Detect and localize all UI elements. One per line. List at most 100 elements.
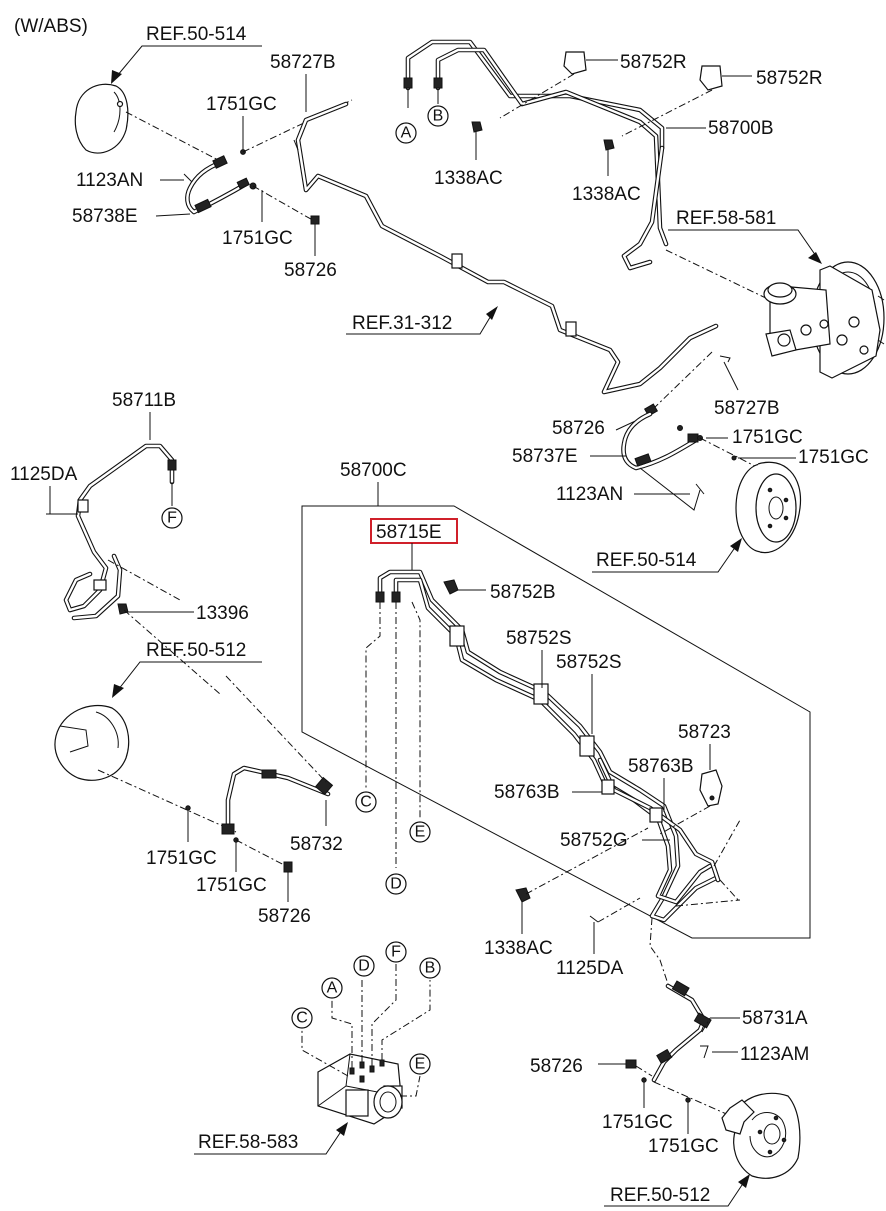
1125DA-mid-label[interactable]: 1125DA — [556, 958, 624, 979]
master-cylinder-booster — [763, 261, 885, 379]
58727B-right-label[interactable]: 58727B — [714, 398, 780, 419]
svg-text:E: E — [415, 824, 426, 841]
nut-1338AC-c — [515, 887, 531, 903]
svg-text:A: A — [401, 125, 412, 142]
front-right-hose-group: 58727B 58726 58737E 1751GC 1751GC 1123AN — [512, 351, 869, 511]
58752S-a-label[interactable]: 58752S — [506, 628, 572, 649]
brake-shield-rear-left-lower — [54, 704, 130, 781]
1751GC-c-label[interactable]: 1751GC — [732, 427, 803, 448]
58727B-top-label[interactable]: 58727B — [270, 52, 336, 73]
brake-hose-58738E — [185, 155, 250, 215]
connector-D-abs[interactable]: D — [353, 955, 375, 977]
58715E-label[interactable]: 58715E — [376, 522, 442, 543]
bolt-58726-bottom — [625, 1059, 637, 1069]
1751GC-d-label[interactable]: 1751GC — [798, 447, 869, 468]
1751GC-f-label[interactable]: 1751GC — [196, 875, 267, 896]
1751GC-b-label[interactable]: 1751GC — [222, 228, 293, 249]
58763B-a-label[interactable]: 58763B — [628, 756, 694, 777]
part-58715E-highlight[interactable]: 58715E — [370, 518, 458, 544]
bolt-58726-left — [283, 861, 293, 873]
svg-text:D: D — [390, 876, 402, 893]
connector-F-abs[interactable]: F — [385, 941, 407, 963]
58731A-label[interactable]: 58731A — [742, 1008, 808, 1029]
nut-1338AC-b — [603, 139, 615, 151]
connector-E-mid[interactable]: E — [409, 821, 431, 843]
bolt-58726-top — [310, 215, 320, 225]
ref-58-583-label[interactable]: REF.58-583 — [198, 1132, 298, 1153]
connector-C-mid[interactable]: C — [355, 791, 377, 813]
rear-left-brake-group: REF.50-514 58727B 1751GC 1123AN 58738E — [72, 24, 353, 281]
13396-label[interactable]: 13396 — [196, 603, 249, 624]
abs-hydraulic-unit — [301, 964, 431, 1125]
58726-bottom-label[interactable]: 58726 — [530, 1056, 583, 1077]
pipe-assembly-58700C-frame: 58700C — [301, 460, 811, 939]
svg-text:A: A — [327, 980, 338, 997]
ref-50-512-left-label[interactable]: REF.50-512 — [146, 640, 246, 661]
58700B-label[interactable]: 58700B — [708, 118, 774, 139]
brake-disc-front-right — [735, 461, 802, 554]
connector-E-abs[interactable]: E — [409, 1053, 431, 1075]
connector-B-top[interactable]: B — [427, 105, 449, 127]
58737E-label[interactable]: 58737E — [512, 446, 578, 467]
1338AC-b-label[interactable]: 1338AC — [572, 184, 641, 205]
brake-pipes-58715E — [375, 569, 721, 923]
58752G-label[interactable]: 58752G — [560, 830, 628, 851]
58763B-b-label[interactable]: 58763B — [494, 782, 560, 803]
connector-A-top[interactable]: A — [395, 122, 417, 144]
ref-58-581-label[interactable]: REF.58-581 — [676, 208, 776, 229]
main-brake-pipe-rear: REF.31-312 — [293, 101, 719, 395]
connector-C-abs[interactable]: C — [291, 1007, 313, 1029]
brake-shield-rear-left — [74, 83, 129, 154]
sensor-58723 — [699, 769, 723, 807]
svg-text:C: C — [360, 794, 372, 811]
front-brake-pipes-58700B — [403, 39, 669, 271]
58711B-label[interactable]: 58711B — [112, 390, 176, 411]
brake-hose-58732 — [221, 675, 334, 835]
58752S-b-label[interactable]: 58752S — [556, 652, 622, 673]
58752R-a-label[interactable]: 58752R — [620, 52, 687, 73]
variant-note: (W/ABS) — [14, 16, 88, 37]
58726-top-label[interactable]: 58726 — [284, 260, 337, 281]
58700C-label[interactable]: 58700C — [340, 460, 407, 481]
1123AM-label[interactable]: 1123AM — [740, 1044, 809, 1065]
bolt-1123AM — [700, 1045, 709, 1059]
58726-left-label[interactable]: 58726 — [258, 906, 311, 927]
connector-D-mid[interactable]: D — [385, 873, 407, 895]
ref-50-514-right-label[interactable]: REF.50-514 — [596, 550, 697, 571]
brake-disc-rear-right — [721, 1092, 801, 1179]
58732-label[interactable]: 58732 — [290, 834, 343, 855]
brake-hose-58731A — [651, 980, 740, 1083]
svg-text:F: F — [167, 510, 177, 527]
1751GC-g-label[interactable]: 1751GC — [602, 1112, 673, 1133]
ref-31-312-label[interactable]: REF.31-312 — [352, 313, 452, 334]
1751GC-h-label[interactable]: 1751GC — [648, 1136, 719, 1157]
connector-A-abs[interactable]: A — [321, 977, 343, 999]
58752B-label[interactable]: 58752B — [490, 582, 556, 603]
clip-58752R-b — [621, 65, 752, 137]
svg-text:B: B — [433, 108, 444, 125]
1123AN-right-label[interactable]: 1123AN — [556, 484, 623, 505]
connector-F-left[interactable]: F — [161, 507, 183, 529]
58723-label[interactable]: 58723 — [678, 722, 731, 743]
connector-B-abs[interactable]: B — [419, 957, 441, 979]
1338AC-c-label[interactable]: 1338AC — [484, 938, 553, 959]
svg-text:E: E — [415, 1056, 426, 1073]
clip-58752B — [443, 579, 459, 595]
1338AC-a-label[interactable]: 1338AC — [434, 168, 503, 189]
1125DA-left-label[interactable]: 1125DA — [10, 464, 78, 485]
58738E-label[interactable]: 58738E — [72, 206, 138, 227]
clip-58752R-a — [499, 51, 618, 119]
svg-text:F: F — [391, 944, 401, 961]
ref-50-514-top-label[interactable]: REF.50-514 — [146, 24, 247, 45]
1751GC-e-label[interactable]: 1751GC — [146, 848, 217, 869]
svg-text:C: C — [296, 1010, 308, 1027]
1751GC-a-label[interactable]: 1751GC — [206, 94, 277, 115]
58752R-b-label[interactable]: 58752R — [756, 68, 823, 89]
58726-right-label[interactable]: 58726 — [552, 418, 605, 439]
svg-text:B: B — [425, 960, 436, 977]
nut-1338AC-a — [471, 121, 483, 133]
svg-text:D: D — [358, 958, 370, 975]
1123AN-top-label[interactable]: 1123AN — [76, 170, 143, 191]
ref-50-512-bottom-label[interactable]: REF.50-512 — [610, 1185, 710, 1206]
